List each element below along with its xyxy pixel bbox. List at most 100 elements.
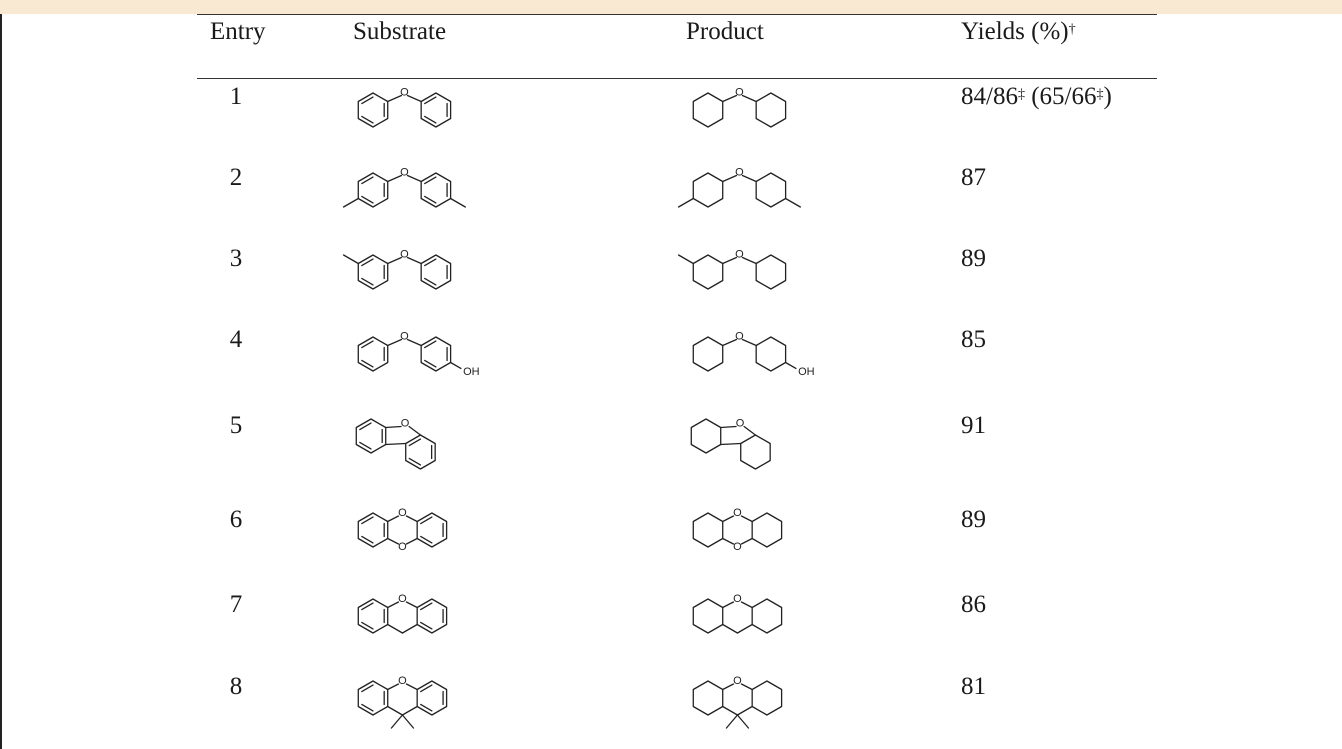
ring-bond	[420, 172, 452, 208]
bond	[401, 623, 418, 634]
yield-5: 91	[961, 412, 986, 439]
yield-1-extra: (65/66	[1024, 83, 1097, 110]
ring-bond	[692, 598, 724, 634]
entry-5: 5	[229, 412, 243, 439]
ring-bond	[692, 680, 724, 716]
ring-bond	[692, 172, 724, 208]
double-bond-line	[361, 176, 374, 185]
ring-bond	[420, 336, 452, 372]
bond	[387, 601, 400, 609]
table-header-rule	[197, 78, 1157, 79]
product-structure-3: O	[677, 248, 787, 290]
header-yields: Yields (%)†	[961, 17, 1076, 47]
double-bond-line	[420, 621, 433, 630]
yield-6: 89	[961, 506, 986, 533]
oxygen-label: O	[401, 417, 410, 429]
bond	[722, 705, 739, 716]
product-structure-8: O	[692, 675, 783, 729]
bond	[387, 705, 404, 716]
ring-bond	[357, 680, 389, 716]
substrate-structure-8: O	[357, 675, 448, 729]
double-bond-line	[361, 258, 374, 267]
double-bond-line	[361, 195, 374, 204]
bond	[741, 174, 757, 183]
oxygen-label: O	[736, 417, 745, 429]
bond	[741, 256, 757, 265]
bond	[743, 425, 757, 436]
page-left-edge	[0, 14, 2, 749]
bond	[387, 338, 403, 347]
double-bond-line	[420, 516, 433, 525]
oxygen-label: O	[400, 86, 409, 98]
ring-bond	[751, 512, 783, 548]
oxygen-label: O	[733, 675, 742, 687]
double-bond-line	[361, 703, 374, 712]
oxygen-label: O	[735, 166, 744, 178]
yield-4: 85	[961, 326, 986, 353]
ring-bond	[420, 92, 452, 128]
ring-bond	[357, 172, 389, 208]
oxygen-label: O	[398, 593, 407, 605]
double-bond-line	[424, 115, 437, 124]
bond	[784, 361, 797, 370]
double-bond-line	[361, 621, 374, 630]
double-bond-line	[424, 195, 437, 204]
bond	[387, 623, 404, 634]
ring-bond	[355, 418, 387, 454]
bond	[405, 515, 418, 523]
product-structure-6: OO	[692, 507, 783, 553]
header-substrate: Substrate	[353, 18, 447, 45]
double-bond-line	[408, 457, 422, 466]
oxygen-label: O	[398, 675, 407, 687]
double-bond-line	[424, 277, 437, 286]
bond	[387, 256, 403, 265]
oxygen-label: O	[735, 330, 744, 342]
bond	[677, 254, 694, 265]
oxygen-label: O	[398, 507, 407, 519]
double-bond-line	[361, 115, 374, 124]
yield-1-value: 84/86	[961, 83, 1018, 110]
entry-4: 4	[229, 326, 243, 353]
double-bond-line	[408, 438, 422, 447]
substrate-structure-4: OOH	[357, 330, 480, 378]
header-entry: Entry	[210, 18, 266, 45]
substrate-structure-1: O	[357, 86, 452, 128]
bond	[740, 515, 753, 523]
substrate-structure-3: O	[342, 248, 452, 290]
double-bond-line	[361, 535, 374, 544]
bond	[406, 338, 422, 347]
ring-bond	[751, 598, 783, 634]
double-bond-line	[424, 96, 437, 105]
double-bond-line	[361, 602, 374, 611]
bond	[387, 94, 403, 103]
bond	[720, 425, 737, 429]
page-top-strip	[0, 0, 1342, 14]
bond	[401, 714, 415, 729]
ring-bond	[755, 336, 787, 372]
bond	[405, 601, 418, 609]
entry-2: 2	[229, 164, 243, 191]
bond	[387, 537, 400, 545]
yield-1-mark: ‡	[1017, 87, 1025, 102]
entry-3: 3	[229, 245, 243, 272]
oxygen-label: O	[733, 541, 742, 553]
ring-bond	[692, 336, 724, 372]
substrate-structure-5: O	[355, 417, 436, 470]
oxygen-label: O	[398, 541, 407, 553]
entry-1: 1	[229, 83, 243, 110]
bond	[784, 197, 801, 208]
oxygen-label: O	[735, 86, 744, 98]
entry-8: 8	[229, 673, 243, 700]
double-bond-line	[361, 96, 374, 105]
bond	[387, 174, 403, 183]
ring-bond	[755, 254, 787, 290]
double-bond-line	[361, 359, 374, 368]
double-bond-line	[424, 258, 437, 267]
double-bond-line	[361, 340, 374, 349]
bond	[722, 537, 735, 545]
header-product: Product	[686, 18, 764, 45]
ring-bond	[740, 434, 771, 470]
bond	[342, 254, 359, 265]
product-structure-1: O	[692, 86, 787, 128]
bond	[736, 705, 753, 716]
